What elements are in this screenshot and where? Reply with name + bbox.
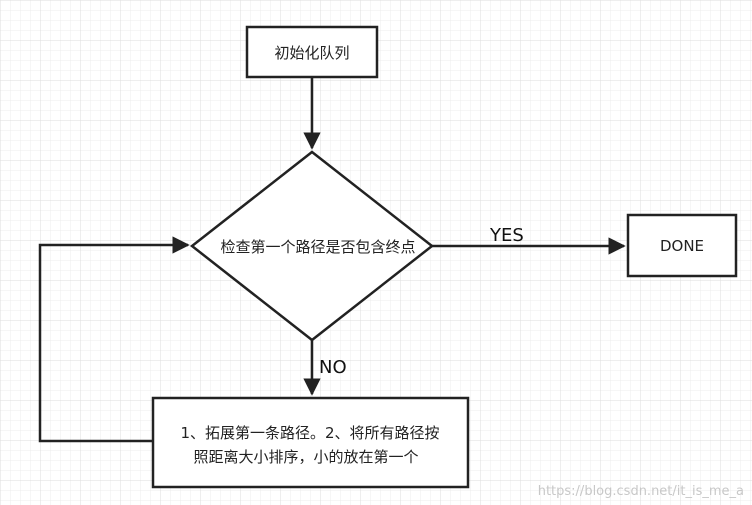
node-process [151, 396, 470, 489]
node-process-label-line1: 1、拓展第一条路径。2、将所有路径按 [180, 424, 439, 442]
node-done [626, 213, 738, 278]
node-process-label-line2: 照距离大小排序，小的放在第一个 [193, 448, 418, 466]
node-init-label: 初始化队列 [274, 44, 349, 62]
edge-label-yes: YES [489, 225, 524, 246]
watermark-text: https://blog.csdn.net/it_is_me_a [538, 484, 744, 499]
node-done-label: DONE [660, 237, 704, 255]
node-init [245, 25, 379, 79]
edge-process-loop-back [38, 236, 190, 443]
node-check-decision [189, 150, 435, 342]
edge-label-no: NO [319, 357, 347, 378]
node-check-label: 检查第一个路径是否包含终点 [220, 238, 415, 256]
